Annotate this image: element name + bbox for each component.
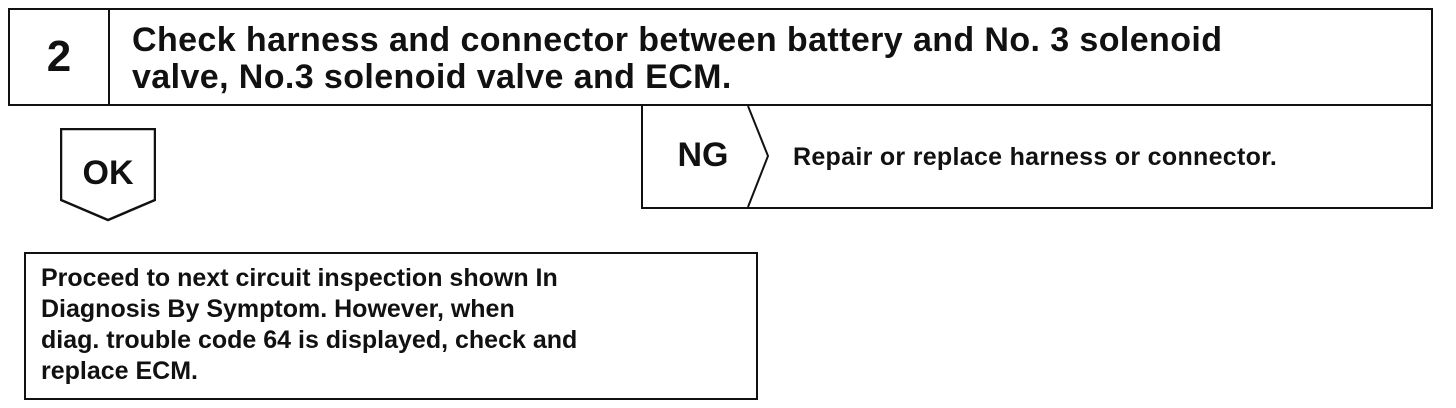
ng-result-box: NG Repair or replace harness or connecto… — [641, 106, 1433, 209]
next-step-line: replace ECM. — [41, 357, 199, 385]
step-header: 2 Check harness and connector between ba… — [8, 8, 1433, 106]
next-step-line: diag. trouble code 64 is displayed, chec… — [41, 326, 578, 354]
step-title: Check harness and connector between batt… — [110, 10, 1431, 104]
next-step-line: Proceed to next circuit inspection shown… — [41, 264, 558, 292]
next-step-line: Diagnosis By Symptom. However, when — [41, 295, 515, 323]
step-title-line: valve, No.3 solenoid valve and ECM. — [132, 58, 732, 96]
step-title-line: Check harness and connector between batt… — [132, 21, 1223, 59]
ok-label: OK — [82, 154, 134, 192]
ok-arrow: OK — [60, 128, 156, 222]
chevron-right-icon — [747, 106, 770, 207]
next-step-box: Proceed to next circuit inspection shown… — [24, 252, 758, 400]
down-arrow-icon — [60, 128, 156, 222]
step-number: 2 — [10, 10, 110, 104]
ng-action-text: Repair or replace harness or connector. — [793, 143, 1278, 171]
ng-label: NG — [677, 136, 729, 174]
